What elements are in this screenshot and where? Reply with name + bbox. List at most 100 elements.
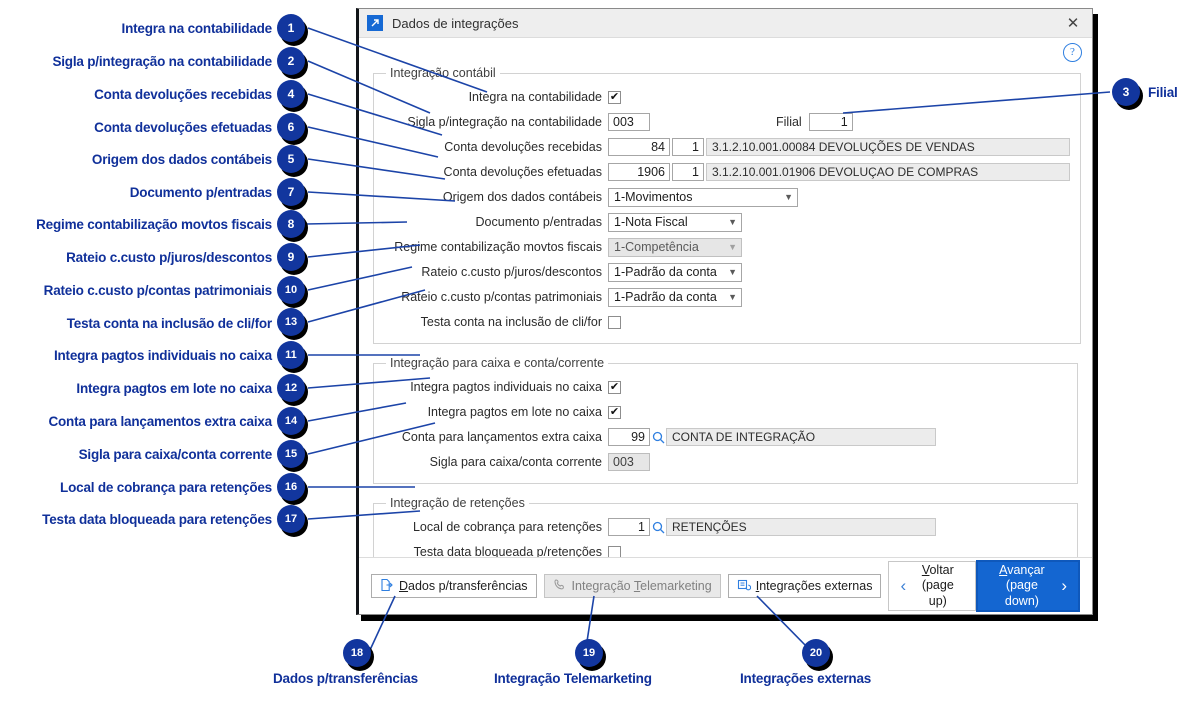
input-sigla-contabilidade[interactable] [608,113,650,131]
select-rateio-patrimoniais-value: 1-Padrão da conta [614,290,717,304]
checkbox-pagtos-individuais[interactable]: ✔ [608,380,621,394]
row-rateio-contas-patrimoniais: Rateio c.custo p/contas patrimoniais 1-P… [384,286,1070,308]
select-origem-dados-contabeis[interactable]: 1-Movimentos ▼ [608,187,798,207]
select-documento-value: 1-Nota Fiscal [614,215,688,229]
dialog-footer: Dados p/transferências Integração Telema… [359,557,1092,614]
select-origem-value: 1-Movimentos [614,190,693,204]
input-local-cobranca-retencoes[interactable] [608,518,650,536]
close-icon[interactable]: ✕ [1066,14,1080,32]
annotation-label-6: Conta devoluções efetuadas [94,120,272,135]
avancar-label: Avançar [989,563,1056,579]
annotation-badge-3: 3 [1112,78,1140,106]
input-filial[interactable] [808,113,853,131]
integrations-dialog: Dados de integrações ✕ ? Integração cont… [356,8,1093,615]
annotation-label-17: Testa data bloqueada para retenções [42,512,272,527]
input-conta-devolucoes-efetuadas-sub[interactable] [672,163,704,181]
annotation-badge-4: 4 [277,80,305,108]
label-testa-conta-inclusao: Testa conta na inclusão de cli/for [420,315,602,329]
annotation-label-1: Integra na contabilidade [121,21,273,36]
annotation-label-10: Rateio c.custo p/contas patrimoniais [43,283,273,298]
annotation-badge-7: 7 [277,178,305,206]
telemarketing-pre: Integração [571,579,634,593]
row-conta-extra-caixa: Conta para lançamentos extra caixa CONTA… [384,426,1067,448]
export-page-icon [380,578,394,595]
dialog-titlebar: Dados de integrações ✕ [359,9,1092,38]
group-accounting-integration: Integração contábil Integra na contabili… [373,66,1081,344]
row-testa-data-bloqueada: Testa data bloqueada p/retenções [384,541,1067,557]
annotation-badge-18: 18 [343,639,371,667]
annotation-badge-8: 8 [277,210,305,238]
row-testa-conta-inclusao: Testa conta na inclusão de cli/for [384,311,1070,333]
input-conta-extra-caixa[interactable] [608,428,650,446]
annotation-badge-17: 17 [277,505,305,533]
accel-i: I [755,579,760,593]
group-cash-legend: Integração para caixa e conta/corrente [390,356,605,370]
search-icon[interactable] [650,431,666,444]
annotation-badge-6: 6 [277,113,305,141]
accel-t: T [633,579,641,593]
voltar-button[interactable]: ‹ Voltar (page up) [888,561,976,611]
annotation-label-4: Conta devoluções recebidas [94,87,272,102]
dados-transferencias-rest: ados p/transferências [408,579,528,593]
checkbox-integra-contabilidade[interactable]: ✔ [608,90,621,104]
help-icon[interactable]: ? [1063,42,1082,62]
checkbox-testa-data-bloqueada[interactable] [608,545,621,557]
annotation-label-2: Sigla p/integração na contabilidade [52,54,272,69]
label-rateio-juros-descontos: Rateio c.custo p/juros/descontos [421,265,602,279]
label-local-cobranca-retencoes: Local de cobrança para retenções [412,520,602,534]
select-rateio-juros-value: 1-Padrão da conta [614,265,717,279]
arrow-diagonal-icon [367,15,383,31]
label-sigla-contabilidade: Sigla p/integração na contabilidade [407,115,602,129]
select-regime-value: 1-Competência [614,240,699,254]
avancar-button[interactable]: Avançar (page down) › [975,560,1080,612]
annotation-badge-1: 1 [277,14,305,42]
annotation-label-3: Filial [1148,85,1178,100]
select-documento-entradas[interactable]: 1-Nota Fiscal ▼ [608,212,742,232]
readonly-conta-extra-caixa-desc: CONTA DE INTEGRAÇÃO [666,428,936,446]
chevron-left-icon: ‹ [900,576,907,596]
chevron-down-icon: ▼ [728,217,737,227]
label-sigla-caixa: Sigla para caixa/conta corrente [429,455,602,469]
checkbox-pagtos-lote[interactable]: ✔ [608,405,621,419]
accel-d: D [399,579,409,593]
input-conta-devolucoes-recebidas-sub[interactable] [672,138,704,156]
label-pagtos-individuais: Integra pagtos individuais no caixa [410,380,602,394]
label-testa-data-bloqueada: Testa data bloqueada p/retenções [413,545,602,557]
avancar-sublabel: (page down) [1004,578,1039,608]
input-conta-devolucoes-efetuadas[interactable] [608,163,670,181]
dados-transferencias-button[interactable]: Dados p/transferências [371,574,537,598]
label-regime-contabilizacao: Regime contabilização movtos fiscais [394,240,602,254]
label-pagtos-lote: Integra pagtos em lote no caixa [427,405,602,419]
annotation-label-8: Regime contabilização movtos fiscais [36,217,272,232]
annotation-label-9: Rateio c.custo p/juros/descontos [66,250,272,265]
search-icon[interactable] [650,521,666,534]
annotation-badge-14: 14 [277,407,305,435]
voltar-rest: oltar [929,562,954,577]
group-cash-integration: Integração para caixa e conta/corrente I… [373,356,1078,484]
select-regime-contabilizacao: 1-Competência ▼ [608,237,742,257]
row-regime-contabilizacao: Regime contabilização movtos fiscais 1-C… [384,236,1070,258]
voltar-sublabel: (page up) [921,578,954,608]
group-retention-integration: Integração de retenções Local de cobranç… [373,496,1078,557]
annotation-label-14: Conta para lançamentos extra caixa [48,414,272,429]
checkbox-testa-conta-inclusao[interactable] [608,315,621,329]
accel-v: V [921,562,930,577]
row-local-cobranca-retencoes: Local de cobrança para retenções RETENÇÕ… [384,516,1067,538]
annotation-label-19: Integração Telemarketing [494,671,652,686]
annotation-badge-2: 2 [277,47,305,75]
annotation-label-16: Local de cobrança para retenções [60,480,272,495]
integracoes-externas-button[interactable]: Integrações externas [727,574,882,598]
select-rateio-contas-patrimoniais[interactable]: 1-Padrão da conta ▼ [608,287,742,307]
readonly-local-cobranca-desc: RETENÇÕES [666,518,936,536]
annotation-badge-15: 15 [277,440,305,468]
annotation-badge-19: 19 [575,639,603,667]
annotation-badge-5: 5 [277,145,305,173]
annotation-label-18: Dados p/transferências [273,671,418,686]
row-pagtos-individuais: Integra pagtos individuais no caixa ✔ [384,376,1067,398]
select-rateio-juros-descontos[interactable]: 1-Padrão da conta ▼ [608,262,742,282]
input-conta-devolucoes-recebidas[interactable] [608,138,670,156]
integracoes-externas-label: Integrações externas [756,579,873,593]
row-sigla-contabilidade: Sigla p/integração na contabilidade Fili… [384,111,1070,133]
dialog-title: Dados de integrações [392,15,519,31]
annotation-badge-16: 16 [277,473,305,501]
